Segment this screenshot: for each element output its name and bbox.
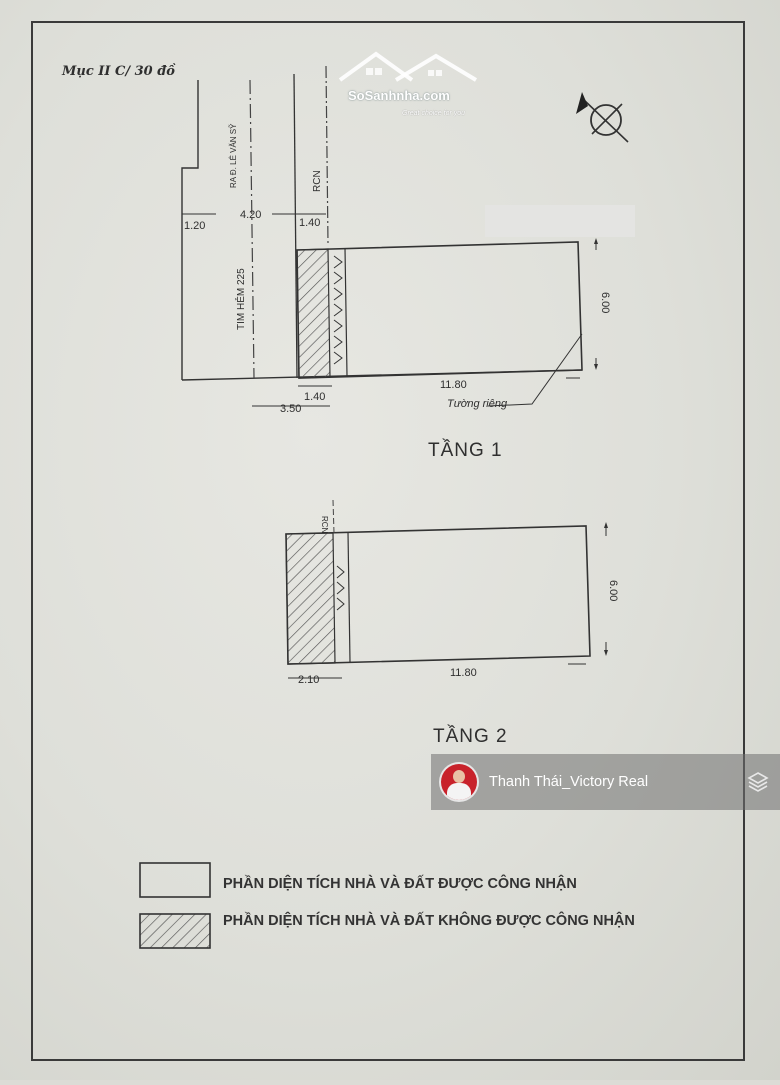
floor1-street-label: RA Đ. LÊ VĂN SỸ [229, 123, 238, 188]
floor1-dim-width: 6.00 [599, 292, 611, 313]
legend: PHẦN DIỆN TÍCH NHÀ VÀ ĐẤT ĐƯỢC CÔNG NHẬN… [139, 862, 635, 949]
alley-centerline [249, 79, 255, 379]
house-logo-icon [338, 51, 478, 82]
header-note: Mục II C/ 30 đồ [61, 63, 176, 79]
floor2-plan: RCN 2.10 11.80 6.00 TẦNG 2 [285, 499, 619, 747]
watermark-tagline: Great choice for you [402, 110, 466, 117]
floor1-dim-left-offset: 1.20 [184, 220, 205, 232]
floor1-dim-length: 11.80 [440, 379, 467, 391]
redaction-box [485, 205, 635, 237]
floor1-dim-setback-top: 1.40 [299, 217, 320, 229]
floor1-alley-label: TIM HẺM 225 [234, 268, 247, 330]
floor2-setback-label: RCN [320, 516, 329, 534]
floor1-wall-label: Tường riêng [447, 398, 508, 410]
north-arrow-icon [576, 92, 629, 143]
floor1-setback-label: RCN [312, 170, 323, 192]
agent-name[interactable]: Thanh Thái_Victory Real [489, 774, 649, 790]
floor2-title: TẦNG 2 [433, 725, 508, 747]
agent-card[interactable]: Thanh Thái_Victory Real [431, 754, 780, 810]
floor2-unrecognized-area [285, 532, 336, 665]
layers-icon[interactable] [746, 770, 770, 794]
floor1-street-boundary [181, 80, 199, 205]
legend-swatch-recognized [139, 862, 211, 898]
floor1-dim-setback-bottom: 1.40 [304, 391, 325, 403]
floor1-title: TẦNG 1 [428, 439, 503, 461]
avatar[interactable] [441, 764, 477, 800]
floor1-plan: RA Đ. LÊ VĂN SỸ TIM HẺM 225 RCN 1.20 4.2… [181, 65, 635, 461]
legend-swatch-not-recognized [139, 913, 211, 949]
floor1-unrecognized-area [296, 248, 331, 379]
floor1-dim-alley-width: 4.20 [240, 209, 261, 221]
floor1-dim-bottom-left: 3.50 [280, 403, 301, 415]
sosanhnha-watermark: SoSanhnha.com Great choice for you [336, 46, 486, 122]
wall-leader-line [487, 333, 583, 407]
legend-recognized: PHẦN DIỆN TÍCH NHÀ VÀ ĐẤT ĐƯỢC CÔNG NHẬN [223, 874, 577, 892]
floor1-house-outline [296, 241, 583, 379]
floor2-dim-length: 11.80 [450, 667, 477, 679]
page-border [31, 21, 745, 1061]
floor2-dim-setback: 2.10 [298, 674, 319, 686]
legend-not-recognized: PHẦN DIỆN TÍCH NHÀ VÀ ĐẤT KHÔNG ĐƯỢC CÔN… [223, 911, 635, 929]
floor2-dim-width: 6.00 [607, 580, 619, 601]
watermark-name: SoSanhnha.com [348, 88, 450, 103]
